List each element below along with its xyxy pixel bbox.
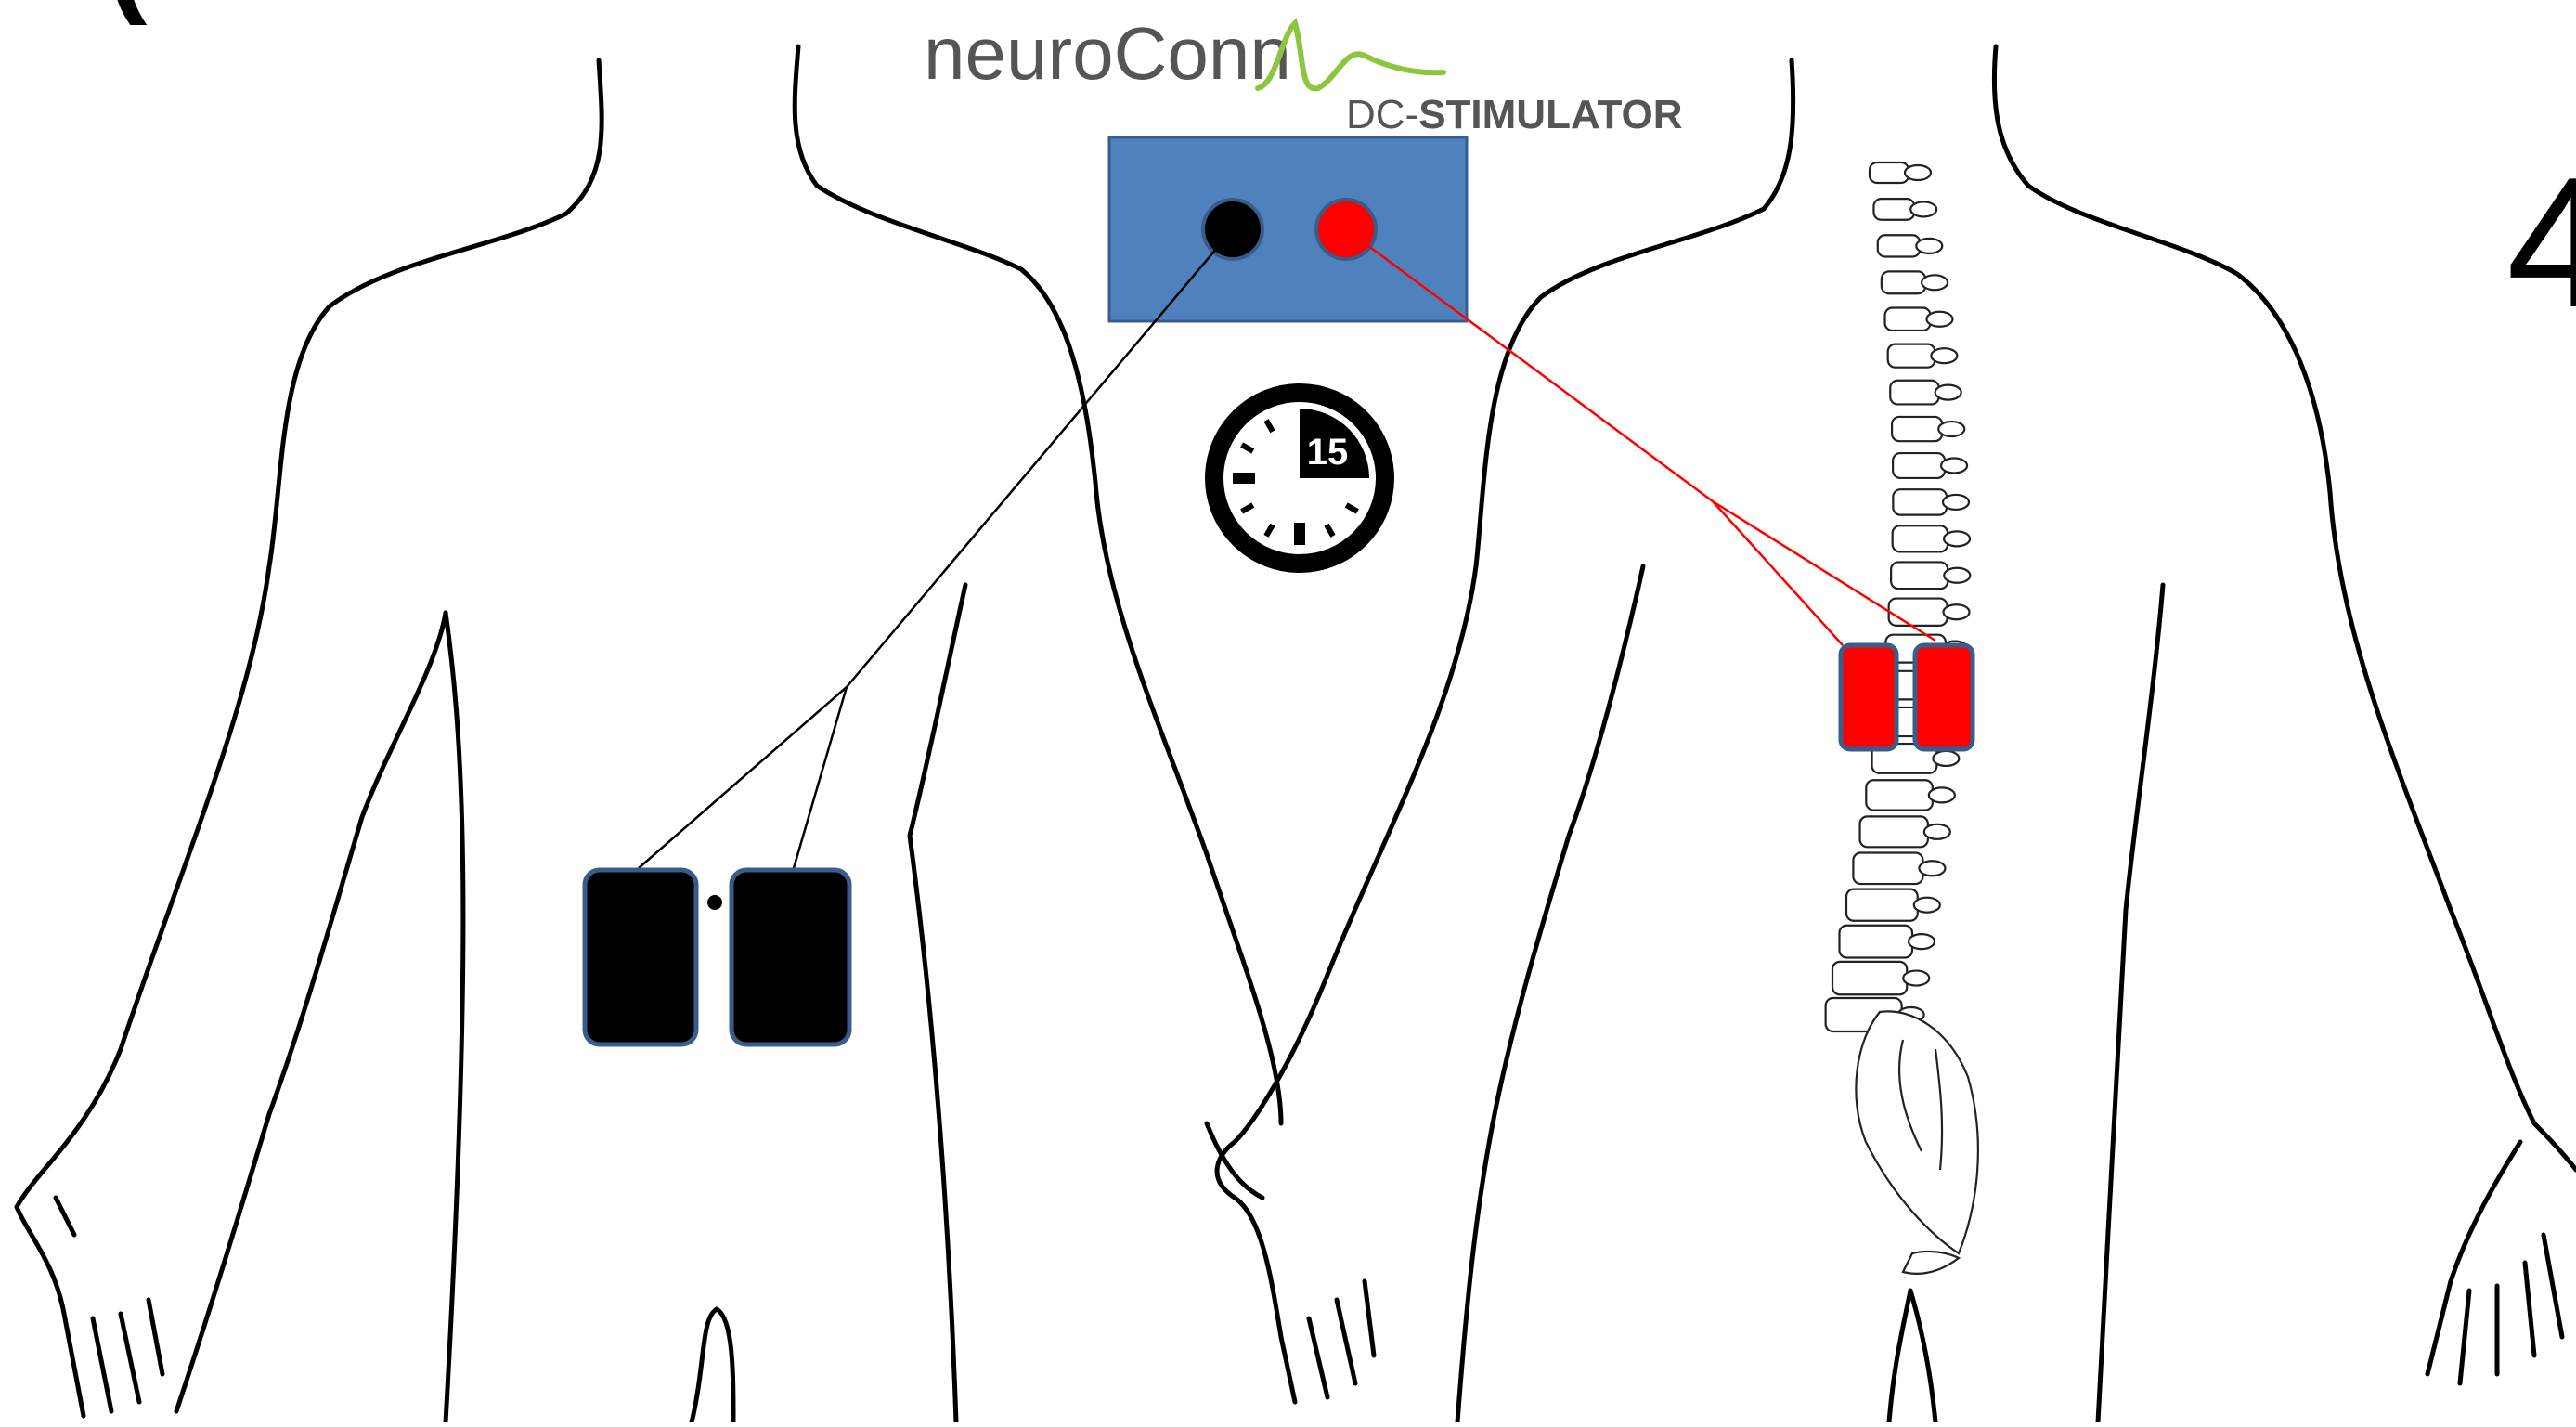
vertebra-process [1905,165,1931,180]
corner-text-top-right: 4 [2506,139,2576,346]
vertebra [1891,562,1948,589]
vertebra [1866,780,1933,810]
abdominal-electrode-left [585,870,696,1044]
navel-mark [707,895,722,910]
vertebra-process [1933,751,1959,766]
cathode-wires [639,229,1233,868]
vertebra [1853,852,1922,884]
logo-brand-text: neuroConn [924,12,1291,95]
neuroconn-logo: neuroConn DC-STIMULATOR [924,12,1683,137]
vertebra-process [1944,604,1970,619]
abdominal-electrode-right [731,870,849,1044]
vertebra-process [1931,348,1957,363]
vertebra [1832,962,1907,994]
vertebra [1893,489,1947,514]
vertebra-process [1914,898,1940,913]
vertebra [1870,162,1909,183]
stopwatch-icon: 15 [1214,393,1385,564]
front-body-outline [17,46,1281,1422]
vertebra-process [1909,934,1935,949]
logo-product-text: DC-STIMULATOR [1346,92,1683,137]
corner-text-top-left: ( [107,0,148,26]
vertebra [1893,525,1948,551]
logo-product-prefix: DC- [1346,92,1418,137]
logo-product-main: STIMULATOR [1418,92,1682,137]
vertebra [1878,235,1920,256]
timer-label: 15 [1307,432,1349,473]
vertebra [1846,889,1918,921]
vertebra [1873,199,1914,220]
vertebra-process [1929,787,1955,802]
vertebra-process [1916,239,1942,253]
vertebra-process [1919,861,1945,876]
vertebra [1893,453,1945,478]
vertebra-process [1944,568,1970,583]
vertebra-process [1910,201,1936,216]
stimulator-box [1109,137,1467,321]
vertebra [1885,308,1931,331]
vertebra-process [1938,422,1964,436]
vertebra-process [1924,824,1950,839]
vertebra-process [1903,971,1929,986]
vertebra [1889,599,1948,626]
vertebra [1890,381,1938,405]
vertebra-process [1943,495,1969,510]
spinal-electrode-right [1915,645,1973,749]
vertebra-process [1941,458,1967,473]
spinal-electrode-left [1841,645,1896,749]
vertebra-process [1935,385,1961,400]
vertebra [1888,344,1935,368]
vertebra [1860,816,1928,847]
vertebra [1839,926,1912,958]
vertebra-process [1944,531,1970,546]
vertebra-process [1922,275,1948,290]
vertebra [1882,271,1925,293]
vertebra-process [1926,312,1952,327]
vertebra [1892,417,1942,441]
